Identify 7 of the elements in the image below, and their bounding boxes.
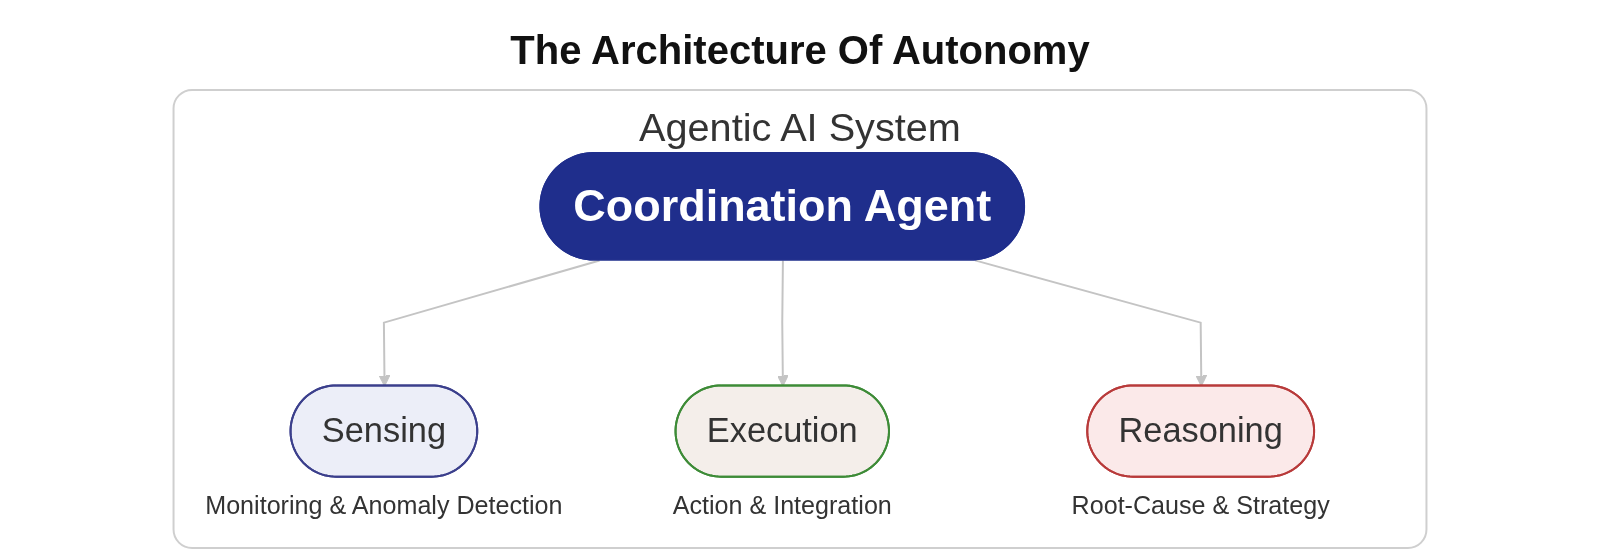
- node-caption: Monitoring & Anomaly Detection: [205, 490, 563, 519]
- diagram-title: The Architecture Of Autonomy: [510, 27, 1090, 74]
- arrow: [974, 259, 1208, 387]
- arrow: [378, 259, 601, 387]
- node-caption: Action & Integration: [672, 490, 892, 519]
- node-caption: Root-Cause & Strategy: [1071, 490, 1330, 519]
- arrow: [777, 259, 789, 387]
